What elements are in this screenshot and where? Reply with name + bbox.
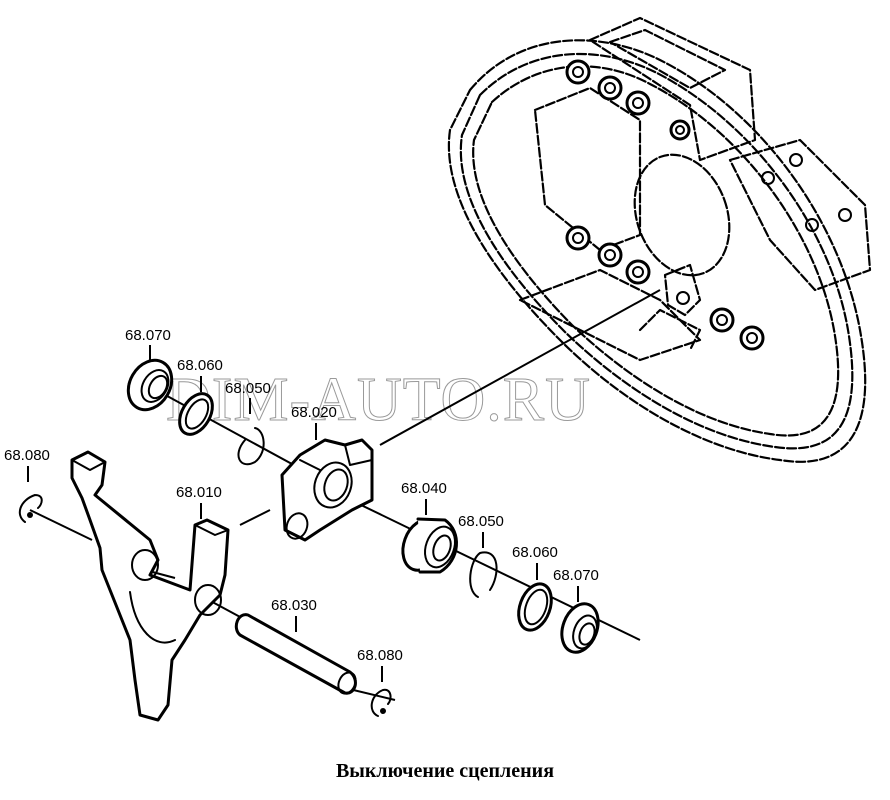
svg-text:68.080: 68.080 [357,647,403,664]
release-fork [70,450,230,722]
clutch-housing [447,16,872,463]
callout-68-070-left: 68.070 [125,327,171,361]
svg-text:68.070: 68.070 [553,567,599,584]
svg-text:68.030: 68.030 [271,597,317,614]
svg-text:68.060: 68.060 [512,544,558,561]
callout-68-020: 68.020 [291,404,337,440]
callout-68-070-right: 68.070 [553,567,599,602]
circlip-right [370,688,392,717]
callout-68-080-left: 68.080 [4,447,50,482]
retaining-ring-left [237,427,265,466]
svg-text:68.060: 68.060 [177,357,223,374]
callout-68-050-left: 68.050 [225,380,271,414]
circlip-left [18,494,43,523]
svg-text:68.080: 68.080 [4,447,50,464]
oil-seal-left [126,358,174,412]
shaft [234,613,357,695]
retaining-ring-right [469,551,498,598]
bearing [401,517,458,574]
watermark: DIM-AUTO.RU [166,366,591,434]
svg-text:68.010: 68.010 [176,484,222,501]
svg-text:68.050: 68.050 [458,513,504,530]
callout-68-050-right: 68.050 [458,513,504,548]
bolt-bosses [565,59,765,351]
callout-68-060-left: 68.060 [177,357,223,392]
oil-seal-right [560,602,600,654]
washer-right [517,582,553,632]
diagram-title: Выключение сцепления [335,760,555,782]
bracket [280,438,374,542]
svg-text:68.020: 68.020 [291,404,337,421]
washer-left [178,392,214,436]
callout-68-010: 68.010 [176,484,222,519]
callouts: 68.070 68.060 68.050 68.020 68.080 68.01… [4,327,599,682]
callout-68-040: 68.040 [401,480,447,515]
svg-text:68.040: 68.040 [401,480,447,497]
callout-68-030: 68.030 [271,597,317,632]
svg-text:68.050: 68.050 [225,380,271,397]
svg-text:68.070: 68.070 [125,327,171,344]
callout-68-060-right: 68.060 [512,544,558,580]
callout-68-080-right: 68.080 [357,647,403,682]
